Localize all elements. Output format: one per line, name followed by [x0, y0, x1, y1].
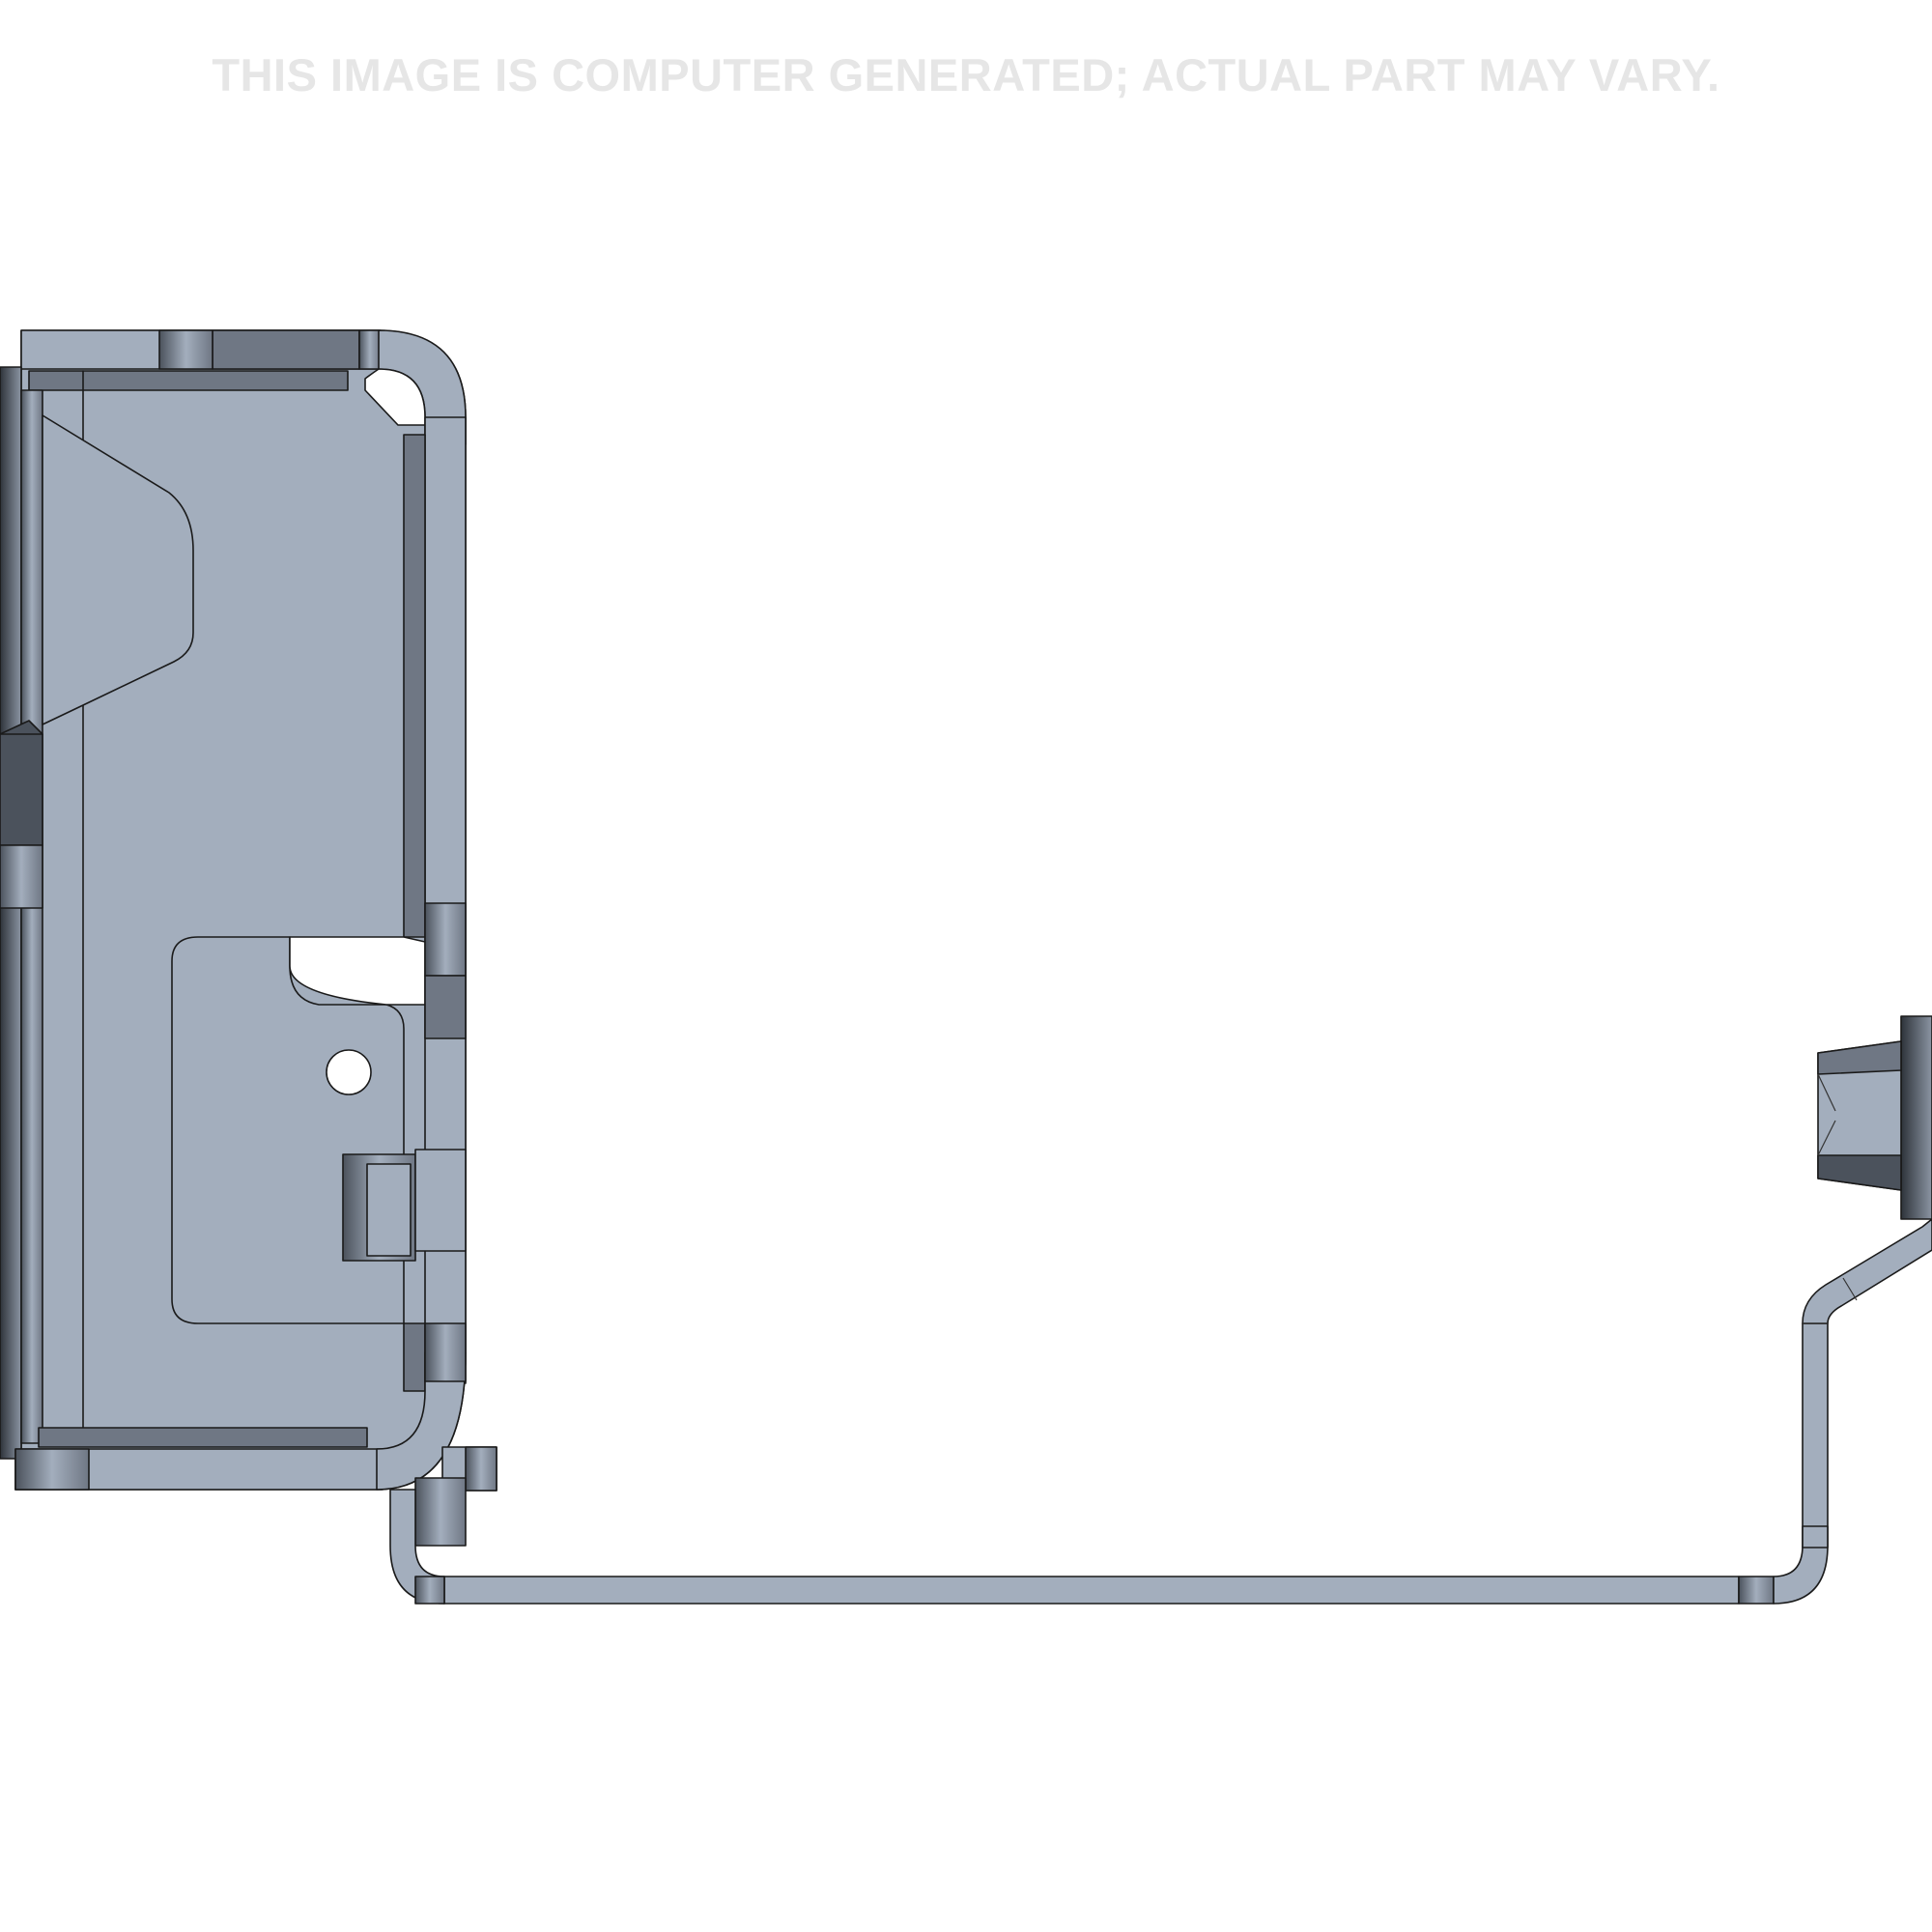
rod-bend-shade-right	[1738, 1576, 1775, 1605]
wire-rod	[389, 1218, 1932, 1605]
mounting-hole	[326, 1049, 372, 1095]
right-wall-inner	[403, 434, 426, 938]
bracket-body	[0, 329, 467, 1491]
right-wall-detail-1	[424, 902, 467, 977]
hex-nut	[1817, 1015, 1932, 1220]
bottom-tab	[414, 1446, 497, 1547]
clip-tab-face	[366, 1163, 412, 1257]
nut-bottom-face	[1817, 1154, 1902, 1191]
top-flange-notch	[158, 329, 213, 370]
top-flange-shade	[212, 329, 360, 370]
bottom-inner-ledge	[38, 1427, 368, 1448]
rod-horizontal	[443, 1576, 1740, 1605]
left-wall-dark	[0, 366, 22, 1460]
rod-riser-joint	[1802, 1525, 1829, 1548]
right-wall-detail-2	[424, 975, 467, 1039]
window-opening	[289, 936, 426, 1006]
left-side-mid-block	[0, 844, 43, 909]
right-wall-detail-3	[414, 1149, 467, 1252]
left-wall-face	[20, 389, 43, 1444]
top-flange-notch-right	[358, 329, 382, 370]
rod-bend-shade-left	[414, 1576, 445, 1605]
top-inner-ledge	[28, 370, 349, 391]
nut-top-face	[1817, 1040, 1902, 1075]
bottom-flange-shade	[14, 1448, 90, 1491]
nut-washer	[1900, 1015, 1932, 1220]
rod-right-riser	[1773, 1322, 1829, 1605]
right-wall-detail-4	[424, 1322, 467, 1382]
upper-ramp	[42, 414, 194, 725]
left-side-dark-block	[0, 720, 43, 846]
disclaimer-text: THIS IMAGE IS COMPUTER GENERATED; ACTUAL…	[212, 49, 1720, 100]
right-wall-lower	[403, 1322, 426, 1392]
rod-diagonal	[1802, 1218, 1932, 1324]
